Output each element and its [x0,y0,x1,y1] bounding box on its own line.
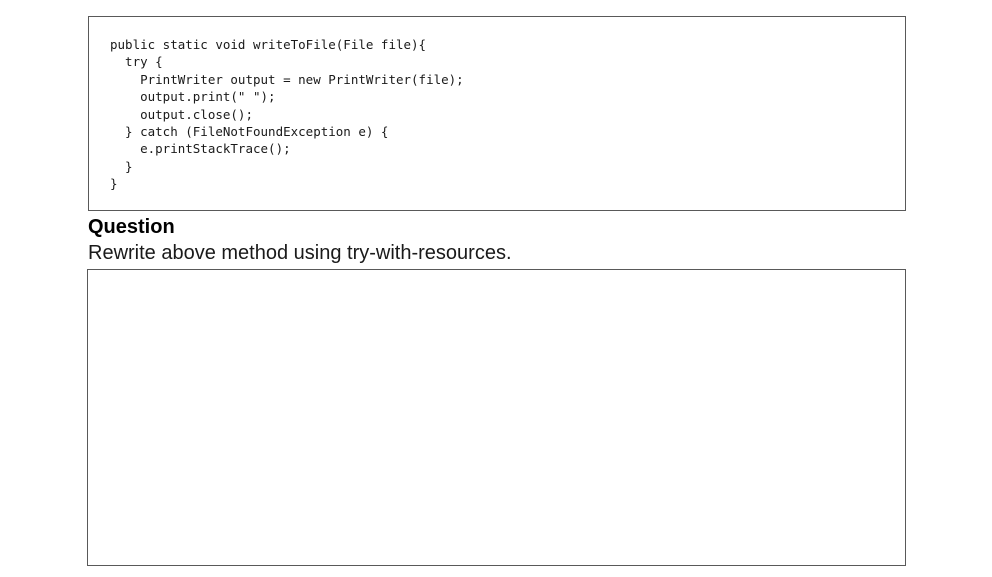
code-snippet-box: public static void writeToFile(File file… [88,16,906,211]
answer-box [87,269,906,566]
code-line: output.close(); [110,106,253,122]
code-line: output.print(" "); [110,89,276,105]
code-line: } [110,176,118,192]
code-line: e.printStackTrace(); [110,141,291,157]
code-line: PrintWriter output = new PrintWriter(fil… [110,71,464,87]
question-prompt: Rewrite above method using try-with-reso… [88,242,512,264]
code-line: } catch (FileNotFoundException e) { [110,124,389,140]
code-line: try { [110,54,163,70]
question-heading: Question [88,216,175,238]
code-line: } [110,158,133,174]
code-line: public static void writeToFile(File file… [110,37,427,52]
